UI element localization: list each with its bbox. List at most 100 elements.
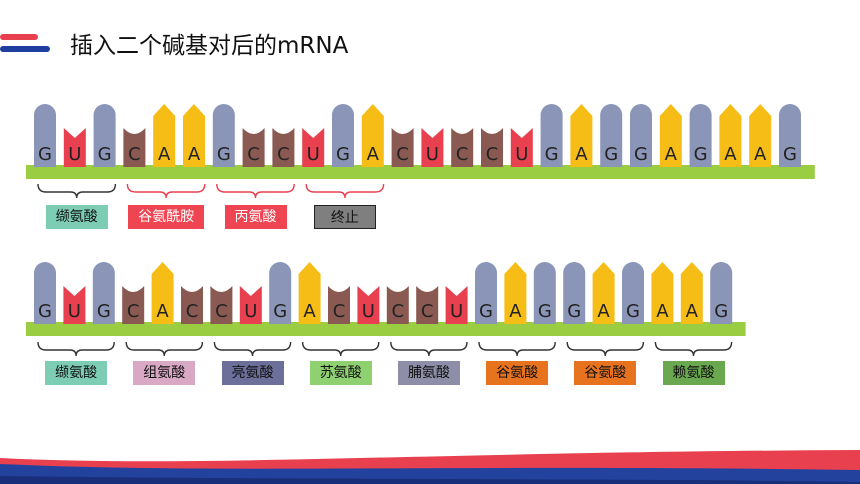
nucleotide-G — [475, 262, 497, 324]
nucleotide-letter: A — [665, 144, 678, 165]
nucleotide-A — [504, 262, 527, 324]
nucleotide-letter: A — [597, 301, 610, 322]
nucleotide-letter: G — [545, 144, 559, 165]
amino-acid-label: 谷氨酸 — [574, 361, 637, 385]
nucleotide-C — [242, 128, 265, 167]
nucleotide-G — [34, 104, 56, 167]
nucleotide-U — [445, 286, 468, 324]
nucleotide-letter: G — [714, 301, 728, 322]
nucleotide-A — [570, 104, 593, 167]
nucleotide-letter: A — [724, 144, 737, 165]
nucleotide-letter: A — [754, 144, 767, 165]
page-title: 插入二个碱基对后的mRNA — [70, 33, 349, 59]
nucleotide-C — [328, 286, 350, 324]
nucleotide-letter: C — [186, 301, 199, 322]
codon-brace — [305, 183, 385, 199]
nucleotide-G — [212, 104, 235, 167]
nucleotide-letter: A — [367, 144, 380, 165]
nucleotide-letter: U — [515, 144, 528, 165]
nucleotide-letter: G — [634, 144, 648, 165]
nucleotide-letter: G — [626, 301, 640, 322]
nucleotide-C — [122, 286, 145, 324]
nucleotide-letter: A — [156, 301, 169, 322]
codon-brace — [213, 341, 292, 357]
nucleotide-G — [689, 104, 712, 167]
nucleotide-C — [386, 286, 409, 324]
nucleotide-G — [34, 262, 56, 324]
nucleotide-letter: C — [486, 144, 499, 165]
nucleotide-letter: A — [303, 301, 316, 322]
nucleotide-letter: U — [450, 301, 463, 322]
nucleotide-letter: G — [604, 144, 618, 165]
nucleotide-letter: C — [277, 144, 290, 165]
nucleotide-U — [63, 286, 86, 324]
nucleotide-letter: G — [479, 301, 493, 322]
nucleotide-C — [272, 128, 295, 167]
row2-backbone — [26, 322, 746, 336]
nucleotide-letter: G — [783, 144, 797, 165]
codon-brace — [478, 341, 556, 357]
nucleotide-U — [357, 286, 380, 324]
nucleotide-C — [181, 286, 203, 324]
nucleotide-C — [416, 286, 439, 324]
amino-acid-label: 缬氨酸 — [45, 361, 108, 385]
nucleotide-G — [540, 104, 563, 167]
nucleotide-A — [659, 104, 682, 167]
footer-wave — [0, 450, 860, 484]
codon-brace — [654, 341, 733, 357]
nucleotide-letter: G — [38, 301, 52, 322]
nucleotide-U — [510, 128, 533, 167]
nucleotide-A — [592, 262, 615, 324]
nucleotide-letter: A — [575, 144, 588, 165]
nucleotide-letter: G — [336, 144, 350, 165]
nucleotide-letter: C — [128, 144, 141, 165]
nucleotide-C — [210, 286, 233, 324]
nucleotide-A — [651, 262, 674, 324]
nucleotide-letter: A — [686, 301, 699, 322]
nucleotide-letter: A — [158, 144, 171, 165]
nucleotide-letter: G — [567, 301, 581, 322]
row1-backbone — [26, 165, 815, 179]
nucleotide-letter: U — [68, 144, 81, 165]
nucleotide-G — [630, 104, 652, 167]
nucleotide-letter: C — [392, 301, 405, 322]
nucleotide-G — [622, 262, 644, 324]
nucleotide-A — [680, 262, 703, 324]
nucleotide-C — [451, 128, 474, 167]
codon-brace — [37, 341, 115, 357]
nucleotide-letter: C — [421, 301, 434, 322]
nucleotide-G — [563, 262, 586, 324]
nucleotide-letter: G — [38, 144, 52, 165]
amino-acid-label: 脯氨酸 — [397, 361, 460, 385]
amino-acid-label: 组氨酸 — [133, 361, 196, 385]
nucleotide-letter: G — [273, 301, 287, 322]
amino-acid-label: 缬氨酸 — [45, 205, 108, 229]
nucleotide-letter: U — [362, 301, 375, 322]
amino-acid-label: 丙氨酸 — [224, 205, 287, 229]
nucleotide-A — [298, 262, 321, 324]
nucleotide-G — [269, 262, 292, 324]
nucleotide-A — [749, 104, 772, 167]
nucleotide-A — [153, 104, 176, 167]
amino-acid-label: 终止 — [313, 205, 376, 229]
nucleotide-C — [123, 128, 146, 167]
nucleotide-letter: G — [98, 144, 112, 165]
nucleotide-C — [391, 128, 414, 167]
nucleotide-letter: G — [694, 144, 708, 165]
nucleotide-A — [183, 104, 205, 167]
nucleotide-letter: A — [509, 301, 522, 322]
nucleotide-letter: U — [307, 144, 320, 165]
amino-acid-label: 赖氨酸 — [662, 361, 725, 385]
nucleotide-A — [151, 262, 174, 324]
codon-brace — [216, 183, 295, 199]
nucleotide-U — [421, 128, 444, 167]
nucleotide-A — [719, 104, 742, 167]
nucleotide-G — [93, 104, 116, 167]
amino-acid-label: 苏氨酸 — [309, 361, 372, 385]
nucleotide-G — [533, 262, 556, 324]
nucleotide-G — [332, 104, 354, 167]
nucleotide-G — [779, 104, 801, 167]
nucleotide-letter: C — [333, 301, 346, 322]
